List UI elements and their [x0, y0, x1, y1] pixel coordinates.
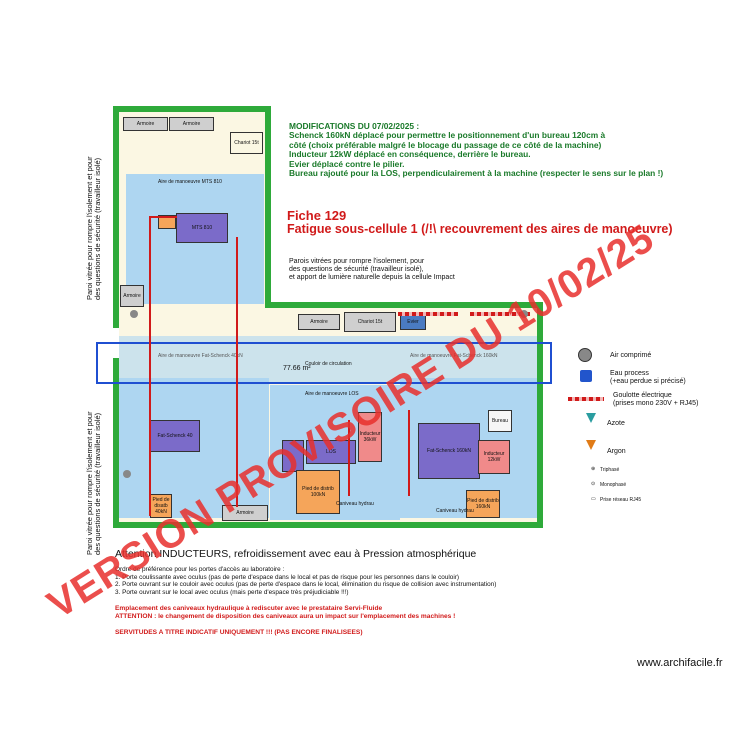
vertical-note-line: des questions de sécurité (travailleur i… [93, 412, 102, 555]
triphase-legend-icon: ⊕ [591, 466, 596, 472]
armoire-box: Armoire [298, 314, 340, 330]
legend-triphase: Triphasé [600, 467, 620, 473]
armoire-box: Armoire [169, 117, 214, 131]
fiche-number: Fiche 129 [287, 208, 347, 223]
legend-eau: Eau process (+eau perdue si précisé) [610, 370, 686, 386]
wall [113, 358, 119, 528]
credit: www.archifacile.fr [637, 657, 723, 669]
modifications-title: MODIFICATIONS DU 07/02/2025 : [289, 121, 420, 131]
caniveau-label: Caniveau hydrau [336, 501, 374, 507]
doors-block: Ordre de préférence pour les portes d'ac… [115, 566, 545, 596]
legend-goulotte-sub: (prises mono 230V + RJ45) [613, 400, 699, 407]
legend-rj45: Prise réseau RJ45 [600, 497, 642, 503]
service-line [149, 216, 151, 516]
legend-eau-sub: (+eau perdue si précisé) [610, 378, 686, 385]
bureau-box: Bureau [488, 410, 512, 432]
legend-air: Air comprimé [610, 352, 652, 359]
wall [113, 522, 543, 528]
armoire-box: Armoire [123, 117, 168, 131]
vertical-note-line: des questions de sécurité (travailleur i… [93, 157, 102, 300]
legend-goulotte-title: Goulotte électrique [613, 392, 672, 399]
doors-item: 3. Porte ouvrant sur le local avec oculu… [115, 588, 349, 596]
air-legend-icon [578, 348, 592, 362]
aire-los-label: Aire de manoeuvre LOS [305, 391, 359, 397]
attention-inducteurs: Attention INDUCTEURS, refroidissement av… [115, 548, 477, 560]
inducteur-12kw-box: Inducteur 12kW [478, 440, 510, 474]
service-line [236, 237, 238, 507]
azote-legend-icon [586, 413, 596, 423]
rj45-legend-icon: ▭ [591, 496, 596, 502]
eau-legend-icon [580, 370, 592, 382]
service-line [348, 420, 350, 496]
legend-argon: Argon [607, 448, 626, 455]
inducteur-5kw-box [158, 215, 176, 229]
modifications-line: Bureau rajouté pour la LOS, perpendicula… [289, 168, 664, 179]
modifications-block: MODIFICATIONS DU 07/02/2025 : Schenck 16… [289, 121, 719, 179]
modifications-line: Evier déplacé contre le pilier. [289, 158, 405, 169]
caniveau-label: Caniveau hydrau [436, 508, 474, 514]
modifications-line: Schenck 160kN déplacé pour permettre le … [289, 130, 606, 141]
fiche-subtitle: Fatigue sous-cellule 1 (/!\ recouvrement… [287, 222, 673, 236]
chariot-box: Chariot 15t [344, 312, 396, 332]
service-line [149, 216, 177, 218]
chariot-box: Chariot 15t [230, 132, 263, 154]
armoire-box: Armoire [222, 505, 268, 521]
wall [537, 302, 543, 528]
doors-item: 2. Porte ouvrant sur le couloir avec ocu… [115, 581, 497, 588]
aire-mts-label: Aire de manoeuvre MTS 810 [158, 179, 222, 185]
electric-trunking [398, 312, 458, 316]
air-outlet-icon [123, 470, 131, 478]
wall [265, 106, 271, 306]
servitudes-note: SERVITUDES A TITRE INDICATIF UNIQUEMENT … [115, 629, 363, 636]
fat-schenck-40-machine: Fat-Schenck 40 [150, 420, 200, 452]
service-line [408, 410, 410, 496]
doors-title: Ordre de préférence pour les portes d'ac… [115, 566, 285, 573]
fat-schenck-160-machine: Fat-Schenck 160kN [418, 423, 480, 479]
electric-trunking [470, 312, 530, 316]
wall [265, 302, 543, 308]
monophase-legend-icon: ⊙ [591, 481, 596, 487]
legend-goulotte: Goulotte électrique (prises mono 230V + … [613, 392, 698, 408]
wall [113, 106, 119, 328]
legend-azote: Azote [607, 420, 625, 427]
red-note-line: Emplacement des caniveaux hydraulique à … [115, 605, 383, 612]
red-note-line: ATTENTION : le changement de disposition… [115, 612, 456, 620]
couloir-highlight [96, 342, 552, 384]
aire-fat160-label: Aire de manoeuvre Fat-Schenck 160kN [410, 353, 498, 359]
wall [113, 106, 271, 112]
red-notes: Emplacement des caniveaux hydraulique à … [115, 605, 535, 621]
legend-eau-title: Eau process [610, 370, 649, 377]
glass-note: Parois vitrées pour rompre l'isolement, … [289, 258, 509, 282]
evier-box: Evier [400, 314, 426, 330]
inducteur-36kw-box: Inducteur 36kW [358, 412, 382, 462]
los-auxiliary [282, 440, 304, 472]
modifications-line: Inducteur 12kW déplacé en conséquence, d… [289, 149, 531, 160]
couloir-area: 77.66 m² [283, 365, 311, 372]
legend-monophase: Monophasé [600, 482, 627, 488]
air-outlet-icon [130, 310, 138, 318]
aire-fat40-label: Aire de manoeuvre Fat-Schenck 40kN [158, 353, 243, 359]
argon-legend-icon [586, 440, 596, 450]
pied-distrib-40: Pied de disatb 40kN [150, 494, 172, 518]
pied-distrib-160: Pied de distrib 160kN [466, 490, 500, 518]
doors-item: 1. Porte coulissante avec oculus (pas de… [115, 573, 460, 581]
glass-note-line: Parois vitrées pour rompre l'isolement, … [289, 258, 425, 265]
glass-note-line: et apport de lumière naturelle depuis la… [289, 274, 455, 281]
los-machine: LOS [306, 440, 356, 464]
armoire-box: Armoire [120, 285, 144, 307]
left-glass-note-top: Paroi vitrée pour rompre l'isolement et … [85, 156, 102, 300]
pied-distrib-los: Pied de distrib 100kN [296, 470, 340, 514]
glass-note-line: des questions de sécurité (travailleur i… [289, 266, 424, 273]
goulotte-legend-icon [568, 397, 604, 401]
mts810-machine: MTS 810 [176, 213, 228, 243]
air-outlet-icon [520, 310, 528, 318]
couloir-label: Couloir de circulation [305, 361, 352, 367]
modifications-line: côté (choix préférable malgré le blocage… [289, 139, 602, 150]
left-glass-note-bottom: Paroi vitrée pour rompre l'isolement et … [85, 411, 102, 555]
